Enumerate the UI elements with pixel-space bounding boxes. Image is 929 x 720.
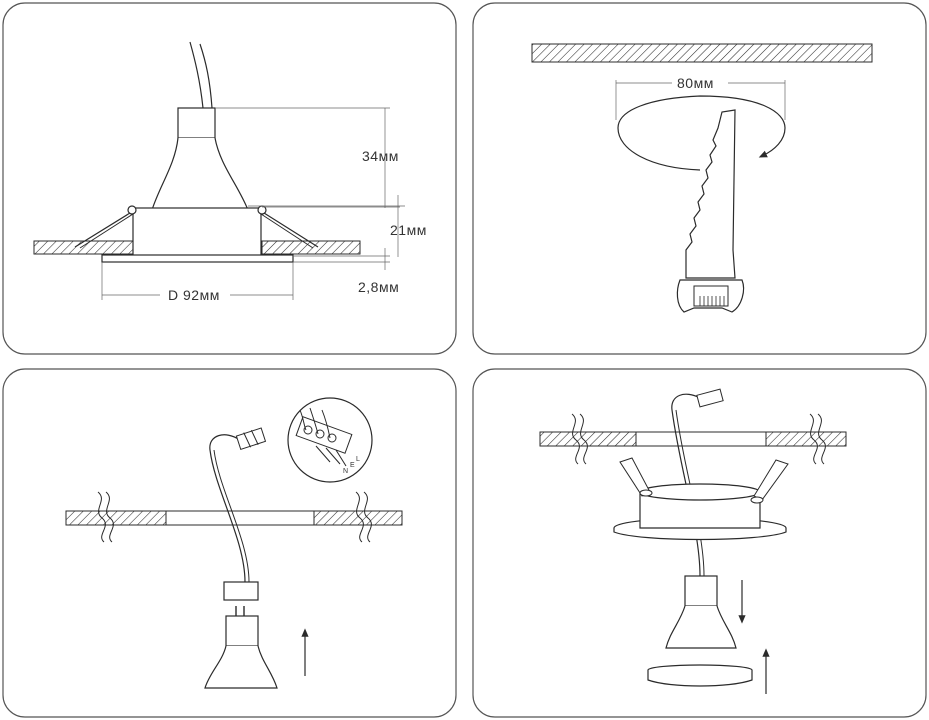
lamp-body	[151, 107, 249, 211]
panel-frame	[472, 368, 927, 718]
fixture-housing	[613, 483, 787, 541]
label-cutout-diameter: 80мм	[677, 75, 714, 91]
spring-clip-left	[619, 457, 653, 497]
break-mark	[97, 491, 106, 543]
ceiling-slab-left	[33, 240, 137, 255]
terminal-block-icon	[235, 427, 267, 450]
ceiling-slab-right	[261, 240, 361, 255]
spring-clip-left	[74, 205, 137, 249]
lamp-socket	[223, 581, 259, 601]
break-mark	[355, 491, 364, 543]
panel-cutout: 80мм	[472, 2, 927, 355]
spring-clip-right	[257, 205, 319, 249]
terminal-detail-icon	[295, 407, 353, 467]
panel-wiring: L E N	[2, 368, 457, 718]
panel-install	[472, 368, 927, 718]
ceiling-cutout	[635, 431, 767, 447]
break-mark	[809, 413, 818, 465]
ceiling-slab	[531, 43, 873, 63]
break-mark	[571, 413, 580, 465]
power-cable	[671, 393, 701, 577]
panel-frame	[2, 368, 457, 718]
retaining-ring	[647, 664, 753, 687]
power-cable	[189, 41, 204, 109]
trim-ring	[101, 254, 294, 263]
label-diameter: D 92мм	[168, 287, 220, 303]
label-lamp-height: 34мм	[362, 148, 399, 164]
label-body-height: 21мм	[390, 222, 427, 238]
ceiling-slab-left	[539, 431, 637, 447]
panel-frame	[472, 2, 927, 355]
terminal-label-n: N	[343, 468, 348, 475]
terminal-label-e: E	[350, 462, 355, 469]
ceiling-slab-left	[65, 510, 167, 526]
gu10-lamp-icon	[204, 615, 278, 689]
panel-frame	[2, 2, 457, 355]
ceiling-slab-right	[313, 510, 403, 526]
gu10-lamp-icon	[665, 575, 737, 649]
spring-clip-right	[750, 459, 789, 504]
cutout-dimension-line	[615, 80, 786, 120]
power-cable	[209, 434, 246, 583]
ceiling-cutout	[165, 510, 315, 526]
panel-dimensions: 34мм 21мм 2,8мм D 92мм	[2, 2, 457, 355]
label-rim-thickness: 2,8мм	[358, 279, 399, 295]
fixture-housing	[132, 207, 262, 257]
ceiling-slab-right	[765, 431, 847, 447]
terminal-label-l: L	[356, 456, 360, 463]
terminal-block-icon	[696, 388, 724, 408]
rotation-arrow-icon	[617, 95, 786, 171]
dimension-lines	[101, 107, 405, 300]
saw-blade-icon	[685, 109, 736, 279]
